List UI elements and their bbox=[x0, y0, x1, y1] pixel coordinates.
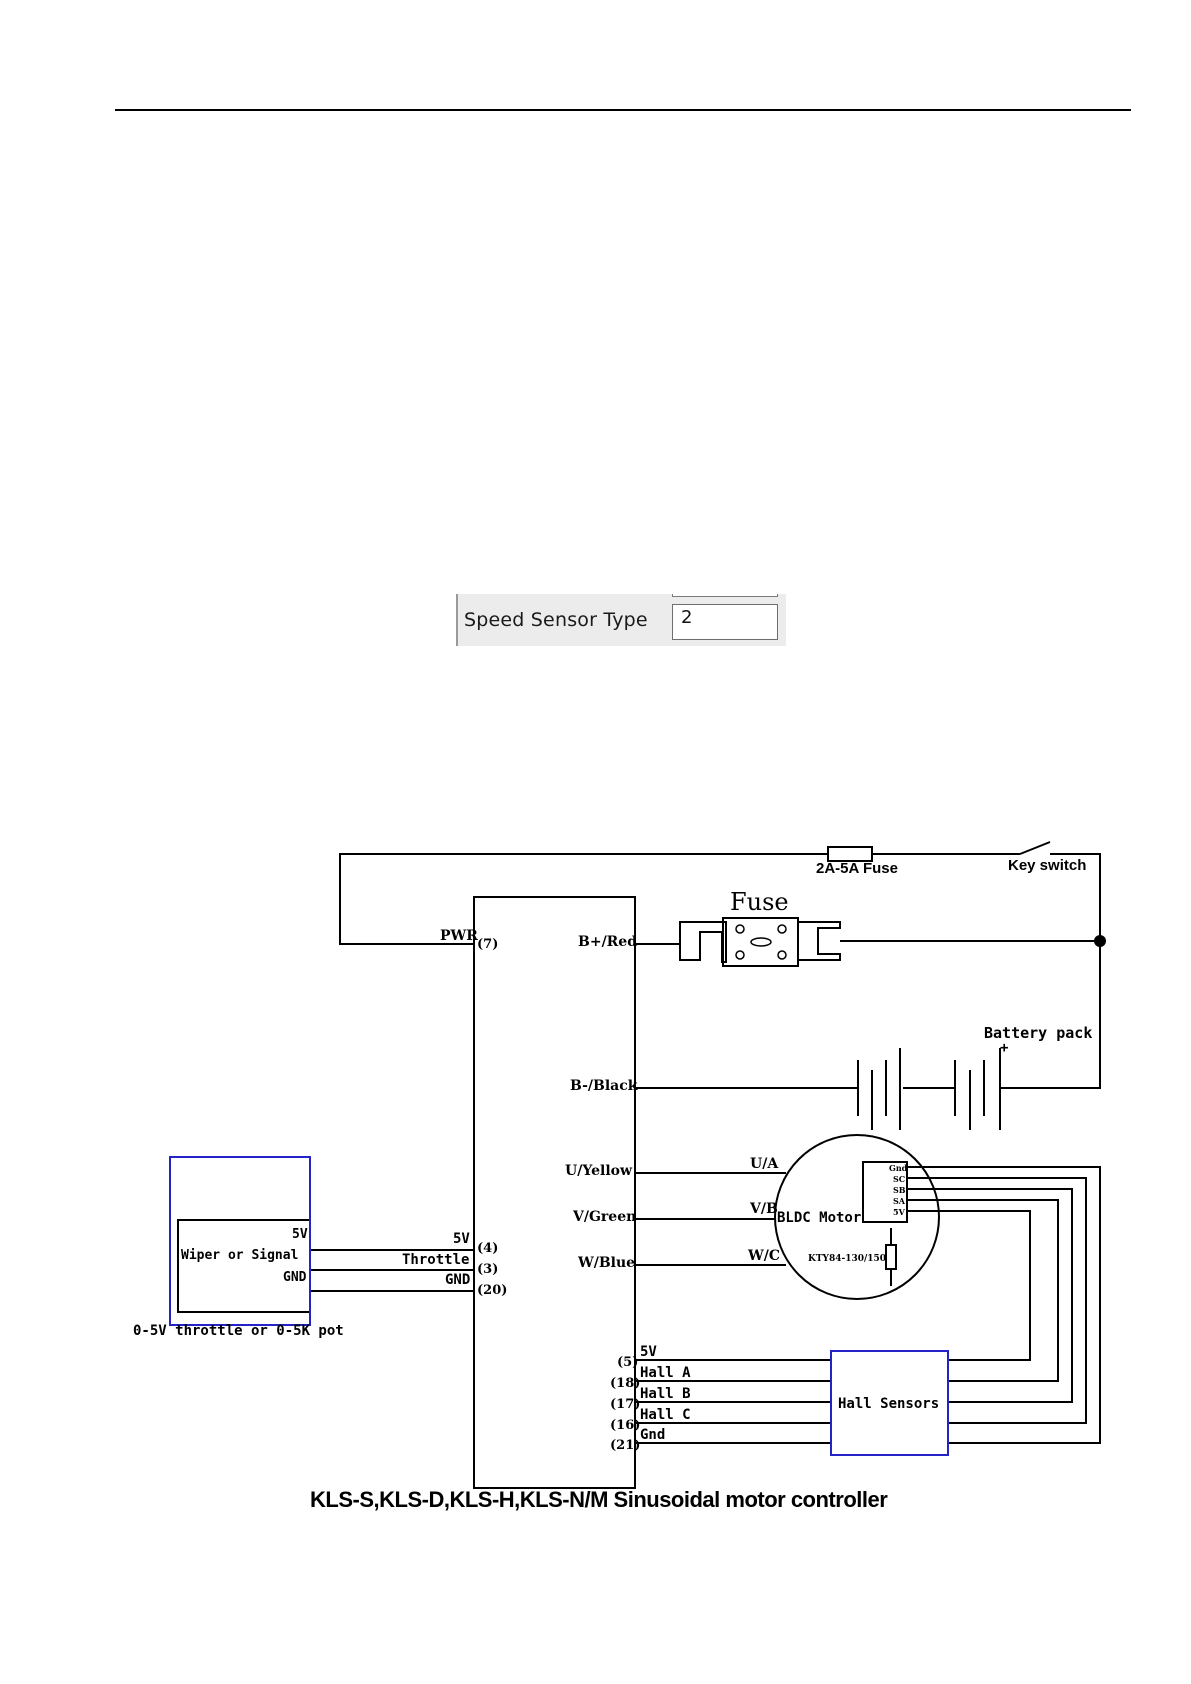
pin-ha-num: (18) bbox=[610, 1376, 640, 1391]
speed-sensor-type-label: Speed Sensor Type bbox=[464, 609, 648, 631]
conn-gnd: Gnd bbox=[889, 1163, 908, 1173]
main-fuse-right bbox=[798, 921, 841, 961]
throttle-gnd: GND bbox=[283, 1270, 307, 1285]
pin-ha: Hall A bbox=[640, 1365, 691, 1381]
motor-wc: W/C bbox=[747, 1248, 780, 1264]
conn-5v: 5V bbox=[893, 1207, 906, 1217]
pin-h5v-num: (5) bbox=[617, 1355, 638, 1370]
pin-bplus: B+/Red bbox=[578, 934, 637, 950]
pin-t5v: 5V bbox=[453, 1231, 470, 1247]
main-fuse-left bbox=[679, 921, 727, 963]
pwr-wire bbox=[339, 853, 828, 945]
header-rule bbox=[115, 109, 1131, 111]
battery-plus-label: + bbox=[1000, 1040, 1008, 1056]
pin-bminus: B-/Black bbox=[570, 1078, 638, 1094]
motor-title: BLDC Motor bbox=[777, 1210, 861, 1226]
pin-hb-num: (17) bbox=[610, 1397, 640, 1412]
conn-5v-wire bbox=[907, 1210, 1031, 1361]
throttle-inner-box bbox=[177, 1219, 311, 1313]
throttle-caption: 0-5V throttle or 0-5K pot bbox=[133, 1323, 344, 1339]
pin-t5v-num: (4) bbox=[477, 1241, 498, 1256]
conn-sa-wire bbox=[907, 1199, 1059, 1382]
throttle-outer-box bbox=[169, 1156, 311, 1326]
small-fuse bbox=[827, 846, 873, 862]
conn-sb: SB bbox=[893, 1185, 906, 1195]
pin-hc: Hall C bbox=[640, 1407, 691, 1423]
junction-dot bbox=[1094, 935, 1106, 947]
pin-throttle-num: (3) bbox=[477, 1262, 498, 1277]
pin-u: U/Yellow bbox=[565, 1163, 633, 1179]
key-switch-lever bbox=[1019, 841, 1051, 855]
controller-box bbox=[473, 896, 636, 1489]
motor-vb: V/B bbox=[749, 1201, 778, 1217]
motor-ua: U/A bbox=[750, 1156, 779, 1172]
pin-h5v: 5V bbox=[640, 1344, 657, 1360]
speed-sensor-type-field[interactable]: 2 bbox=[672, 604, 778, 640]
pin-tgnd: GND bbox=[445, 1272, 470, 1288]
switch-down-wire bbox=[1050, 853, 1101, 941]
pin-hgnd-num: (21) bbox=[610, 1438, 640, 1453]
motor-connector bbox=[862, 1161, 908, 1223]
throttle-signal: Wiper or Signal bbox=[181, 1248, 298, 1263]
small-fuse-label: 2A-5A Fuse bbox=[816, 860, 898, 877]
pin-hc-num: (16) bbox=[610, 1418, 640, 1433]
battery-label: Battery pack bbox=[984, 1024, 1092, 1042]
hall-box-label: Hall Sensors bbox=[838, 1396, 939, 1412]
motor-sensor: KTY84-130/150 bbox=[808, 1254, 886, 1264]
pin-v: V/Green bbox=[572, 1209, 636, 1225]
hall-sensors-box bbox=[830, 1350, 949, 1456]
conn-sa: SA bbox=[893, 1196, 906, 1206]
diagram-caption: KLS-S,KLS-D,KLS-H,KLS-N/M Sinusoidal mot… bbox=[310, 1487, 888, 1512]
pin-pwr-num: (7) bbox=[477, 937, 498, 952]
conn-gnd-wire bbox=[907, 1166, 1101, 1444]
conn-sb-wire bbox=[907, 1188, 1073, 1403]
pin-throttle: Throttle bbox=[402, 1252, 469, 1268]
main-fuse-label: Fuse bbox=[730, 888, 789, 916]
conn-sc-wire bbox=[907, 1177, 1087, 1424]
battery-plus-wire bbox=[1000, 941, 1101, 1089]
settings-snippet: Speed Sensor Type 2 bbox=[456, 594, 786, 646]
throttle-5v: 5V bbox=[292, 1227, 308, 1242]
pin-pwr: PWR bbox=[440, 928, 478, 944]
bldc-motor bbox=[774, 1134, 940, 1300]
key-switch-label: Key switch bbox=[1008, 857, 1086, 874]
pin-hgnd: Gnd bbox=[640, 1427, 665, 1443]
temp-sensor bbox=[885, 1244, 897, 1270]
conn-sc: SC bbox=[893, 1174, 905, 1184]
main-fuse-body bbox=[722, 917, 799, 967]
pin-hb: Hall B bbox=[640, 1386, 691, 1402]
pin-w: W/Blue bbox=[577, 1255, 635, 1271]
field-above-edge bbox=[672, 594, 778, 597]
pin-tgnd-num: (20) bbox=[477, 1283, 507, 1298]
